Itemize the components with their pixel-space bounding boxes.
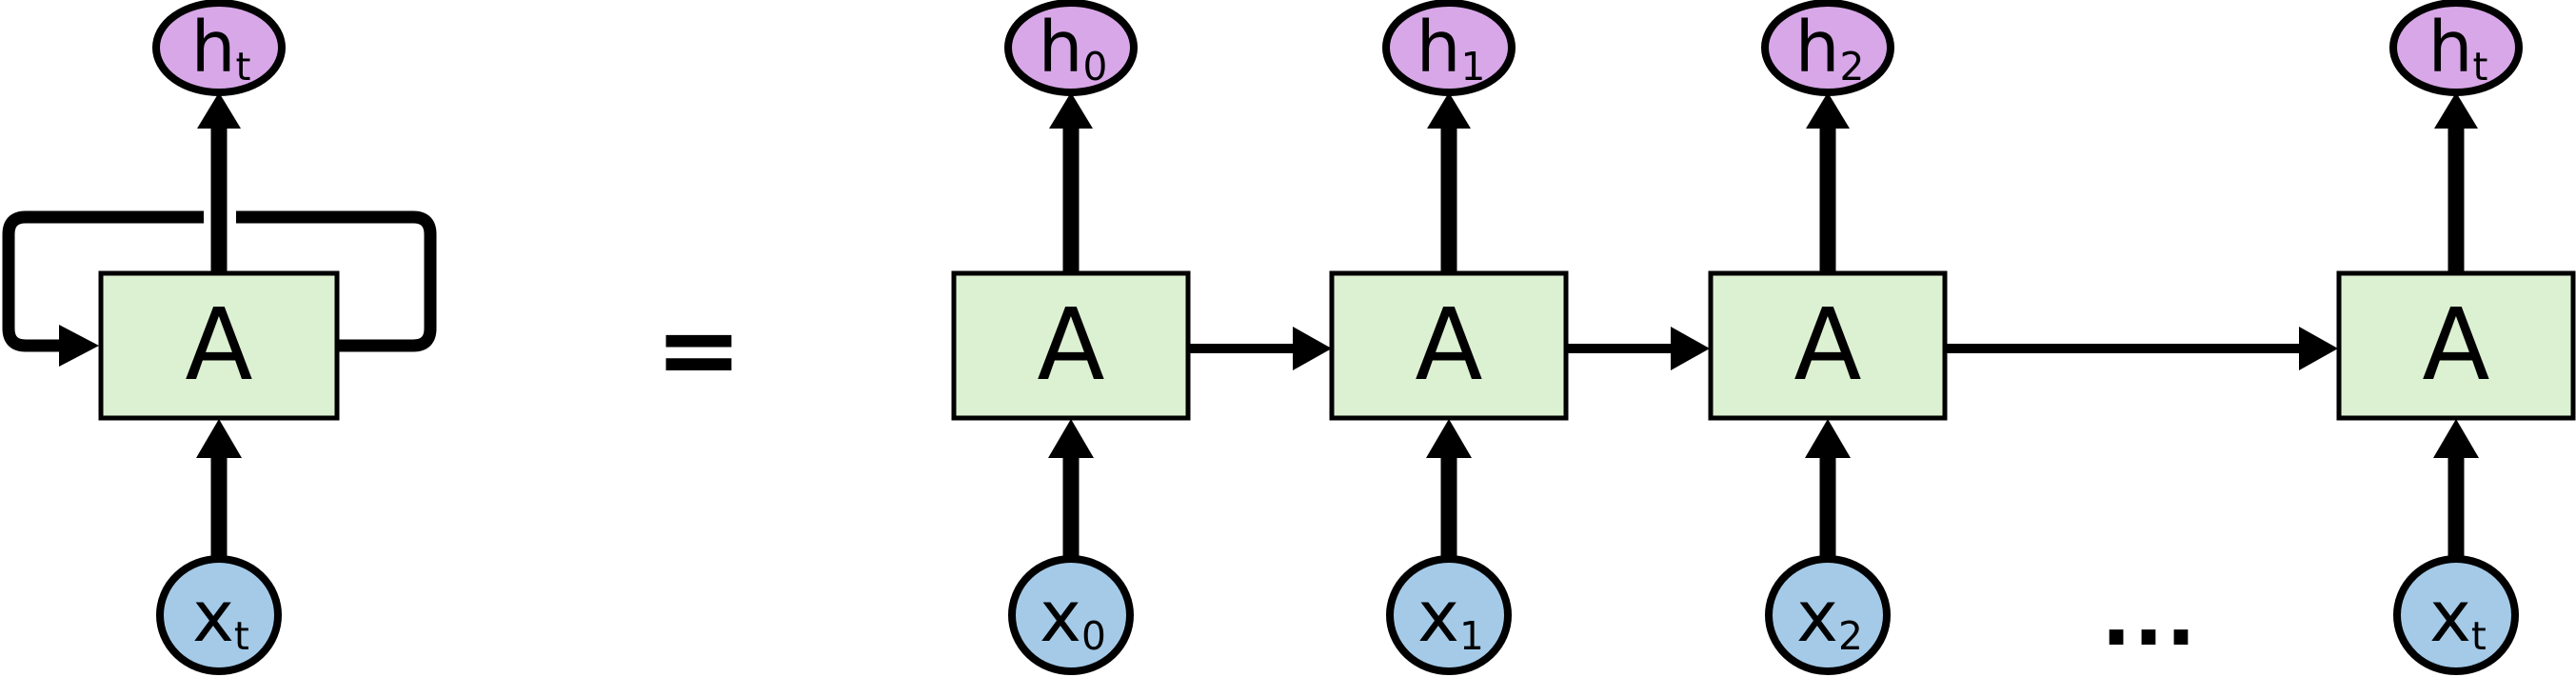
rnn-cell-box bbox=[951, 270, 1191, 421]
ellipsis-label: ... bbox=[2101, 570, 2198, 664]
subscript: 2 bbox=[1837, 613, 1863, 660]
recurrence-arrowhead-icon bbox=[59, 325, 99, 367]
state-connector-2-t bbox=[1945, 327, 2338, 370]
input-node bbox=[1765, 555, 1891, 675]
rnn-cell-box bbox=[1708, 270, 1948, 421]
unrolled-cell-t bbox=[2336, 0, 2576, 675]
subscript: 2 bbox=[1839, 44, 1865, 90]
hidden-state-label: h0 bbox=[1038, 7, 1108, 90]
connector-arrowhead-icon bbox=[2299, 327, 2338, 370]
cell-box-label: A bbox=[185, 287, 253, 403]
cell-box-label: A bbox=[1037, 287, 1105, 403]
subscript: 0 bbox=[1080, 613, 1106, 660]
hidden-state-label: h1 bbox=[1416, 7, 1486, 90]
cell-box-label: A bbox=[1793, 287, 1862, 403]
output-arrowhead-icon bbox=[1427, 92, 1471, 129]
connector-arrowhead-icon bbox=[1293, 327, 1332, 370]
hidden-state-node bbox=[152, 0, 286, 96]
input-node bbox=[1386, 555, 1512, 675]
hidden-state-node bbox=[1004, 0, 1138, 96]
hidden-state-label: ht bbox=[190, 7, 251, 90]
input-label: xt bbox=[2429, 576, 2487, 660]
rnn-cell-box bbox=[1329, 270, 1569, 421]
input-arrowhead-icon bbox=[2433, 419, 2479, 458]
equals-sign: = bbox=[654, 289, 743, 410]
input-label: x1 bbox=[1417, 576, 1484, 660]
cell-box-label: A bbox=[1415, 287, 1483, 403]
input-arrowhead-icon bbox=[196, 419, 242, 458]
output-arrowhead-icon bbox=[2434, 92, 2478, 129]
subscript: t bbox=[2472, 44, 2488, 90]
subscript: t bbox=[2470, 613, 2487, 660]
unrolled-cell-0 bbox=[951, 0, 1191, 675]
hidden-state-label: ht bbox=[2427, 7, 2488, 90]
input-arrowhead-icon bbox=[1805, 419, 1851, 458]
unrolled-cell-2 bbox=[1708, 0, 1948, 675]
hidden-state-node bbox=[1382, 0, 1516, 96]
input-node bbox=[156, 555, 282, 675]
connector-arrowhead-icon bbox=[1671, 327, 1710, 370]
subscript: 1 bbox=[1458, 613, 1484, 660]
output-arrowhead-icon bbox=[1806, 92, 1850, 129]
subscript: t bbox=[235, 44, 251, 90]
rolled-cell bbox=[2, 0, 437, 675]
input-arrowhead-icon bbox=[1048, 419, 1094, 458]
subscript: 1 bbox=[1460, 44, 1486, 90]
cell-box-label: A bbox=[2422, 287, 2490, 403]
subscript: t bbox=[233, 613, 249, 660]
input-label: x2 bbox=[1796, 576, 1863, 660]
rnn-cell-box bbox=[2336, 270, 2576, 421]
state-connector-1-2 bbox=[1566, 327, 1710, 370]
output-arrowhead-icon bbox=[197, 92, 241, 129]
unrolled-cell-1 bbox=[1329, 0, 1569, 675]
subscript: 0 bbox=[1082, 44, 1108, 90]
input-node bbox=[1008, 555, 1134, 675]
hidden-state-label: h2 bbox=[1794, 7, 1865, 90]
hidden-state-node bbox=[2389, 0, 2523, 96]
input-label: x0 bbox=[1040, 576, 1106, 660]
hidden-state-node bbox=[1761, 0, 1894, 96]
output-arrowhead-icon bbox=[1049, 92, 1093, 129]
rnn-cell-box bbox=[98, 270, 340, 421]
input-label: xt bbox=[192, 576, 249, 660]
input-node bbox=[2393, 555, 2519, 675]
state-connector-0-1 bbox=[1188, 327, 1332, 370]
input-arrowhead-icon bbox=[1426, 419, 1472, 458]
